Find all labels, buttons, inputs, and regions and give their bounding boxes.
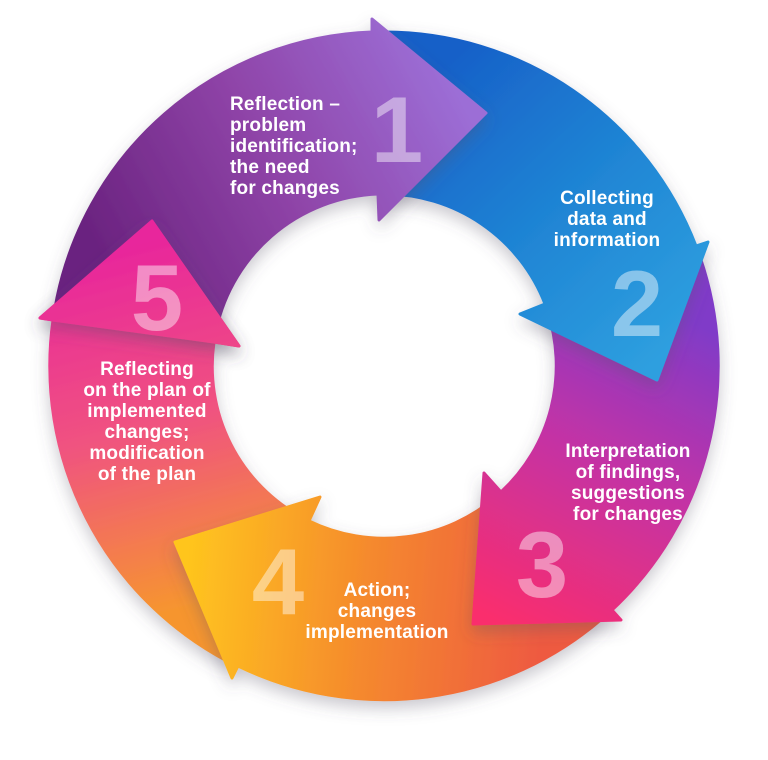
step-2-number: 2 xyxy=(610,251,664,356)
step-5-number: 5 xyxy=(130,245,184,350)
step-3-number: 3 xyxy=(515,512,569,617)
step-1-number: 1 xyxy=(370,77,424,182)
step-5-label: Reflecting on the plan of implemented ch… xyxy=(83,359,211,485)
step-5-arrowhead-overlay xyxy=(38,219,241,348)
step-4-label: Action; changes implementation xyxy=(305,580,449,643)
step-3-label: Interpretation of findings, suggestions … xyxy=(565,441,691,525)
step-2-label: Collecting data and information xyxy=(553,188,661,251)
step-4-number: 4 xyxy=(251,529,305,634)
step-1-label: Reflection – problem identification; the… xyxy=(230,94,358,199)
